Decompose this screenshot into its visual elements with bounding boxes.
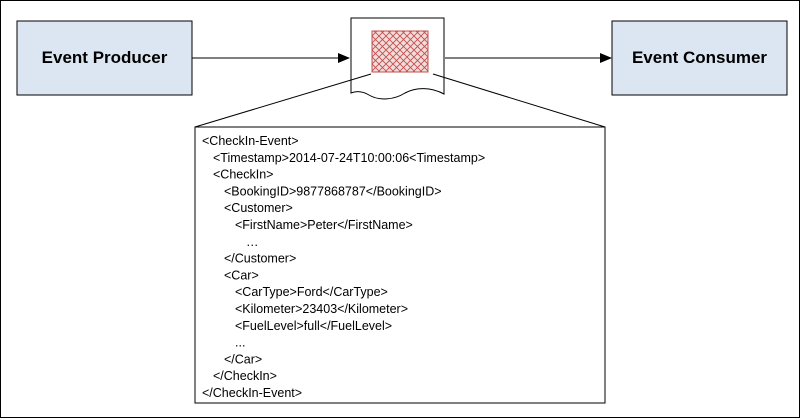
event-consumer-node: Event Consumer bbox=[611, 20, 788, 96]
xml-line: </CheckIn> bbox=[213, 369, 277, 383]
xml-line: <CarType>Ford</CarType> bbox=[235, 285, 388, 299]
xml-line: </Car> bbox=[224, 352, 262, 366]
xml-line: <BookingID>9877868787</BookingID> bbox=[224, 184, 442, 198]
xml-line: … bbox=[246, 235, 259, 249]
xml-line: <Timestamp>2014-07-24T10:00:06<Timestamp… bbox=[213, 151, 485, 165]
event-consumer-box bbox=[611, 20, 788, 96]
event-consumer-label: Event Consumer bbox=[632, 48, 767, 67]
xml-line: <FirstName>Peter</FirstName> bbox=[235, 218, 413, 232]
xml-line: ... bbox=[235, 336, 245, 350]
callout-line-right bbox=[432, 73, 606, 128]
xml-line: </Customer> bbox=[224, 252, 296, 266]
xml-line: <CheckIn> bbox=[213, 168, 273, 182]
document-icon bbox=[350, 17, 445, 100]
xml-line: <Kilometer>23403</Kilometer> bbox=[235, 302, 408, 316]
xml-line: <FuelLevel>full</FuelLevel> bbox=[235, 319, 392, 333]
xml-listing-box bbox=[194, 126, 606, 404]
xml-listing-panel: <CheckIn-Event> <Timestamp>2014-07-24T10:… bbox=[194, 126, 606, 404]
xml-line: <CheckIn-Event> bbox=[202, 134, 299, 148]
xml-line: <Customer> bbox=[224, 201, 293, 215]
event-producer-box bbox=[16, 20, 193, 96]
xml-lines: <CheckIn-Event> <Timestamp>2014-07-24T10:… bbox=[202, 134, 485, 400]
callout-line-left bbox=[194, 73, 372, 128]
xml-line: </CheckIn-Event> bbox=[202, 386, 302, 400]
event-producer-label: Event Producer bbox=[42, 48, 168, 67]
event-producer-node: Event Producer bbox=[16, 20, 193, 96]
encrypted-payload-icon bbox=[371, 30, 429, 73]
xml-line: <Car> bbox=[224, 268, 259, 282]
